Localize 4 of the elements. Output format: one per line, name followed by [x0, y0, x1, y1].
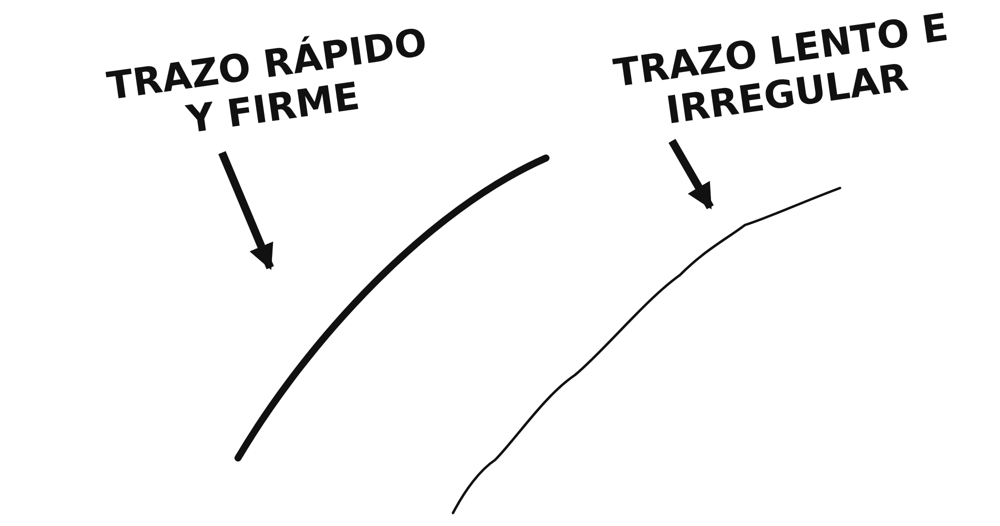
- callout-text: TRAZO LENTO E IRREGULAR: [584, 1, 984, 143]
- arrow: [668, 138, 714, 210]
- arrow: [218, 151, 274, 270]
- callout-text: TRAZO RÁPIDO Y FIRME: [86, 17, 454, 155]
